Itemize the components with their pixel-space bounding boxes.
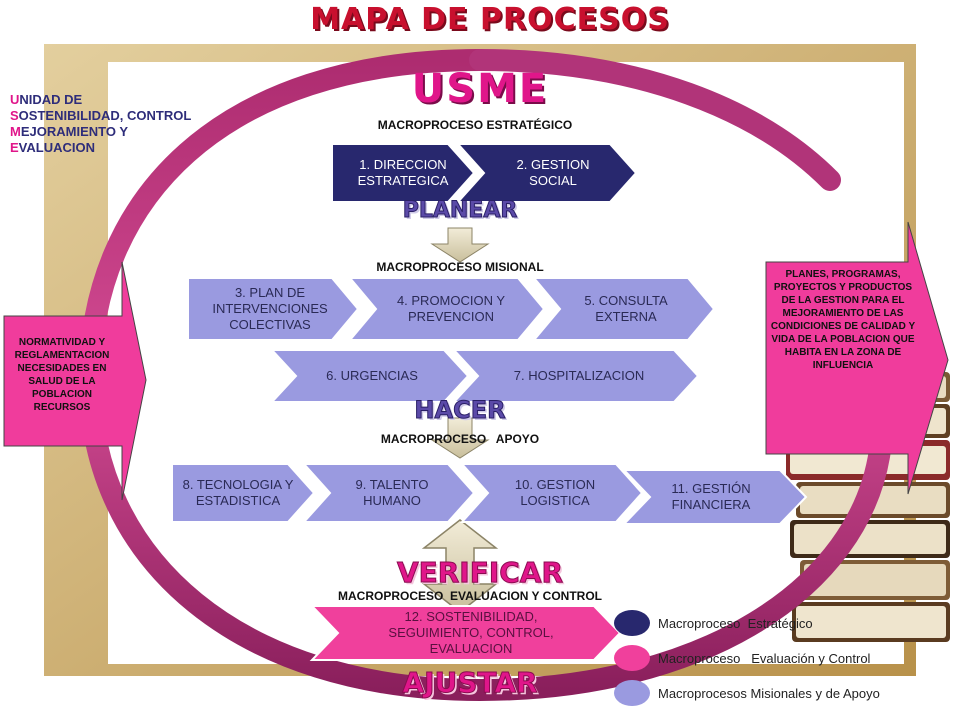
chevron-1 — [331, 143, 476, 203]
phase-hacer: HACER — [414, 396, 506, 425]
page-subtitle: USME — [411, 66, 549, 112]
cycle-ring-top — [469, 49, 841, 191]
chevron-9 — [301, 463, 476, 523]
page-title: MAPA DE PROCESOS — [310, 2, 670, 37]
process-8: 8. TECNOLOGIA Y ESTADISTICA — [182, 477, 294, 508]
process-chevrons — [171, 143, 808, 661]
chevron-6 — [269, 349, 470, 403]
chevron-2 — [455, 143, 638, 203]
arrow-planear-down — [430, 227, 490, 263]
input-arrow — [3, 261, 147, 501]
process-2: 2. GESTION SOCIAL — [516, 157, 590, 188]
process-3: 3. PLAN DE INTERVENCIONES COLECTIVAS — [212, 285, 328, 332]
chevron-4 — [347, 277, 546, 341]
process-10: 10. GESTION LOGISTICA — [514, 477, 596, 508]
legend-swatch-mission — [614, 680, 650, 706]
process-7: 7. HOSPITALIZACION — [513, 368, 645, 383]
process-11: 11. GESTIÓN FINANCIERA — [671, 481, 751, 512]
output-text: PLANES, PROGRAMAS, PROYECTOS Y PRODUCTOS… — [770, 269, 916, 371]
legend-swatch-evaluation — [614, 645, 650, 671]
chevron-10 — [459, 463, 644, 523]
legend-label-mission: Macroprocesos Misionales y de Apoyo — [658, 685, 880, 701]
legend-strategic: Macroproceso Estratégico — [614, 610, 813, 636]
section-estrategico: MACROPROCESO ESTRATÉGICO — [377, 118, 573, 132]
input-text: NORMATIVIDAD Y REGLAMENTACION NECESIDADE… — [14, 337, 110, 413]
unit-line-4: EVALUACION — [10, 140, 95, 155]
output-arrow — [765, 221, 949, 495]
chevron-7 — [451, 349, 700, 403]
chevron-5 — [531, 277, 716, 341]
legend-label-evaluation: Macroproceso Evaluación y Control — [658, 650, 871, 666]
chevron-8 — [171, 463, 316, 523]
arrow-hacer-down — [430, 417, 490, 459]
legend-evaluation: Macroproceso Evaluación y Control — [614, 645, 870, 671]
chevron-3 — [187, 277, 360, 341]
chevron-11 — [621, 469, 808, 525]
cycle-ring — [78, 49, 891, 702]
legend-mission: Macroprocesos Misionales y de Apoyo — [614, 680, 880, 706]
chevron-12 — [309, 605, 622, 661]
process-4: 4. PROMOCION Y PREVENCION — [396, 293, 506, 324]
process-6: 6. URGENCIAS — [326, 368, 418, 383]
phase-ajustar: AJUSTAR — [402, 666, 538, 700]
process-9: 9. TALENTO HUMANO — [355, 477, 429, 508]
section-misional: MACROPROCESO MISIONAL — [376, 260, 544, 274]
unit-name: UNIDAD DE SOSTENIBILIDAD, CONTROL MEJORA… — [10, 92, 191, 156]
legend-label-strategic: Macroproceso Estratégico — [658, 615, 813, 631]
section-apoyo: MACROPROCESO APOYO — [380, 432, 540, 446]
process-1: 1. DIRECCION ESTRATEGICA — [357, 157, 449, 188]
phase-planear: PLANEAR — [402, 198, 518, 224]
process-5: 5. CONSULTA EXTERNA — [584, 293, 668, 324]
section-evaluacion: MACROPROCESO EVALUACION Y CONTROL — [337, 589, 603, 603]
unit-line-3: MEJORAMIENTO Y — [10, 124, 128, 139]
unit-line-2: SOSTENIBILIDAD, CONTROL — [10, 108, 192, 123]
phase-verificar: VERIFICAR — [396, 556, 564, 590]
unit-line-1: UNIDAD DE — [10, 92, 83, 107]
legend-swatch-strategic — [614, 610, 650, 636]
process-12: 12. SOSTENIBILIDAD, SEGUIMIENTO, CONTROL… — [388, 609, 554, 656]
